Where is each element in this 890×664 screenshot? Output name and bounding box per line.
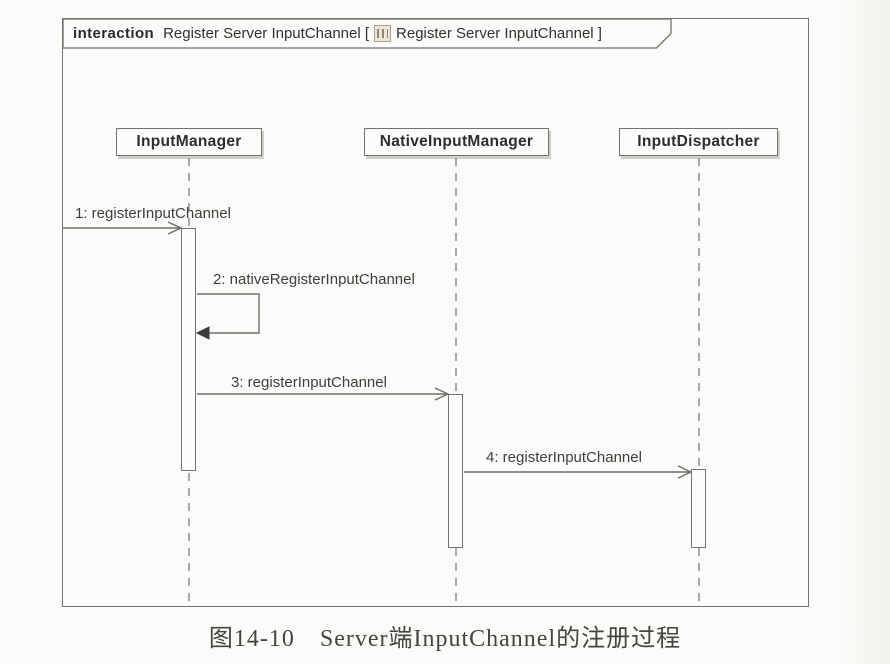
lifeline-head-nativeinputmanager: NativeInputManager xyxy=(364,128,549,156)
figure-caption: 图14-10 Server端InputChannel的注册过程 xyxy=(208,626,682,652)
activation-inputdispatcher xyxy=(691,469,706,548)
frame-title: interaction Register Server InputChannel… xyxy=(73,23,602,44)
message-3-label: 3: registerInputChannel xyxy=(231,374,387,391)
activation-inputmanager xyxy=(181,228,196,471)
activation-nativeinputmanager xyxy=(448,394,463,548)
message-2-line xyxy=(197,293,260,334)
message-4-label: 4: registerInputChannel xyxy=(486,449,642,466)
message-2-arrowhead xyxy=(195,326,210,340)
frame-name: Register Server InputChannel [ xyxy=(163,25,370,42)
lifeline-label: NativeInputManager xyxy=(379,133,534,150)
lifeline-head-inputmanager: InputManager xyxy=(116,128,262,156)
lifeline-label: InputManager xyxy=(136,133,242,150)
diagram-lines xyxy=(63,19,700,601)
message-1-label: 1: registerInputChannel xyxy=(75,205,231,222)
interaction-frame: interaction Register Server InputChannel… xyxy=(62,18,809,607)
lifeline-head-inputdispatcher: InputDispatcher xyxy=(619,128,778,156)
interaction-ref-icon xyxy=(374,25,392,42)
frame-ref-name: Register Server InputChannel ] xyxy=(396,25,602,42)
frame-title-tab xyxy=(63,19,672,49)
lifeline-label: InputDispatcher xyxy=(637,133,760,150)
message-2-label: 2: nativeRegisterInputChannel xyxy=(213,271,415,288)
frame-keyword: interaction xyxy=(73,25,155,42)
